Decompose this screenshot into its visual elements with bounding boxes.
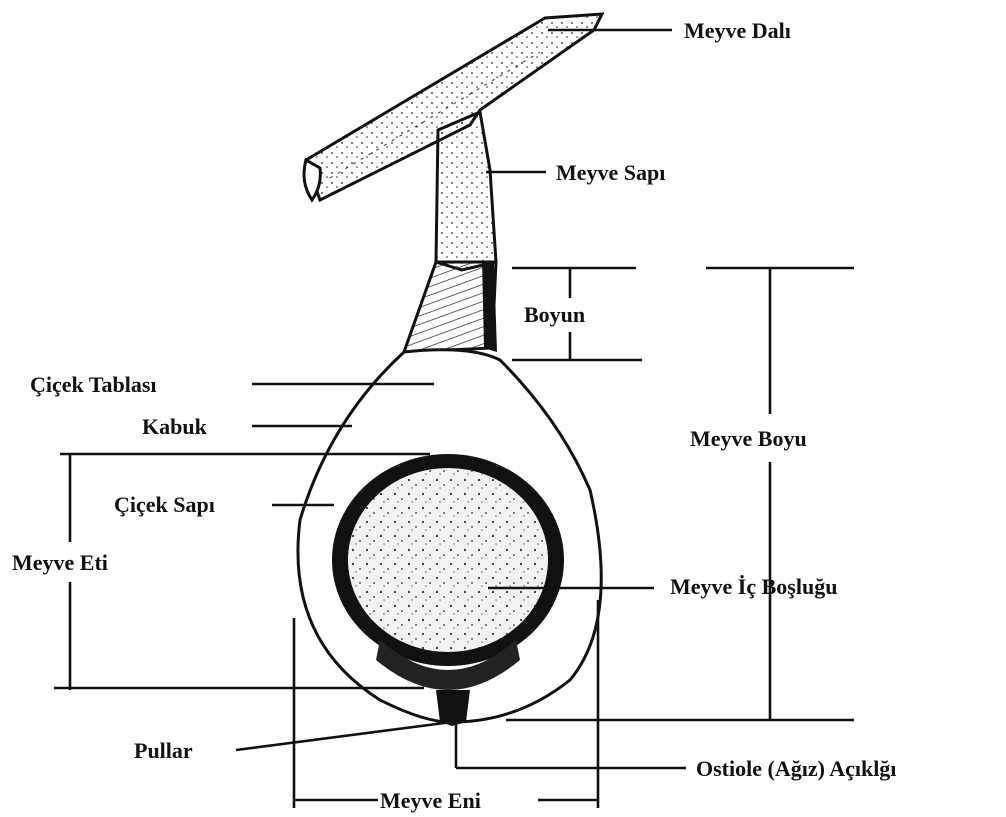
label-meyve-sapi: Meyve Sapı [556,160,665,185]
label-meyve-boyu: Meyve Boyu [690,426,807,451]
label-boyun: Boyun [524,302,585,327]
line-pullar [236,722,452,750]
ostiole [436,690,470,726]
label-cicek-sapi: Çiçek Sapı [114,492,215,517]
label-pullar: Pullar [134,738,193,763]
label-meyve-eti: Meyve Eti [12,550,108,575]
label-meyve-ic-boslugu: Meyve İç Boşluğu [670,574,837,599]
label-kabuk: Kabuk [142,414,208,439]
fruit-stalk [436,112,496,270]
label-ostiole: Ostiole (Ağız) Açıklğı [696,756,896,781]
neck [404,260,497,352]
label-cicek-tablasi: Çiçek Tablası [30,372,157,397]
label-meyve-dali: Meyve Dalı [684,18,791,43]
label-meyve-eni: Meyve Eni [380,788,481,813]
